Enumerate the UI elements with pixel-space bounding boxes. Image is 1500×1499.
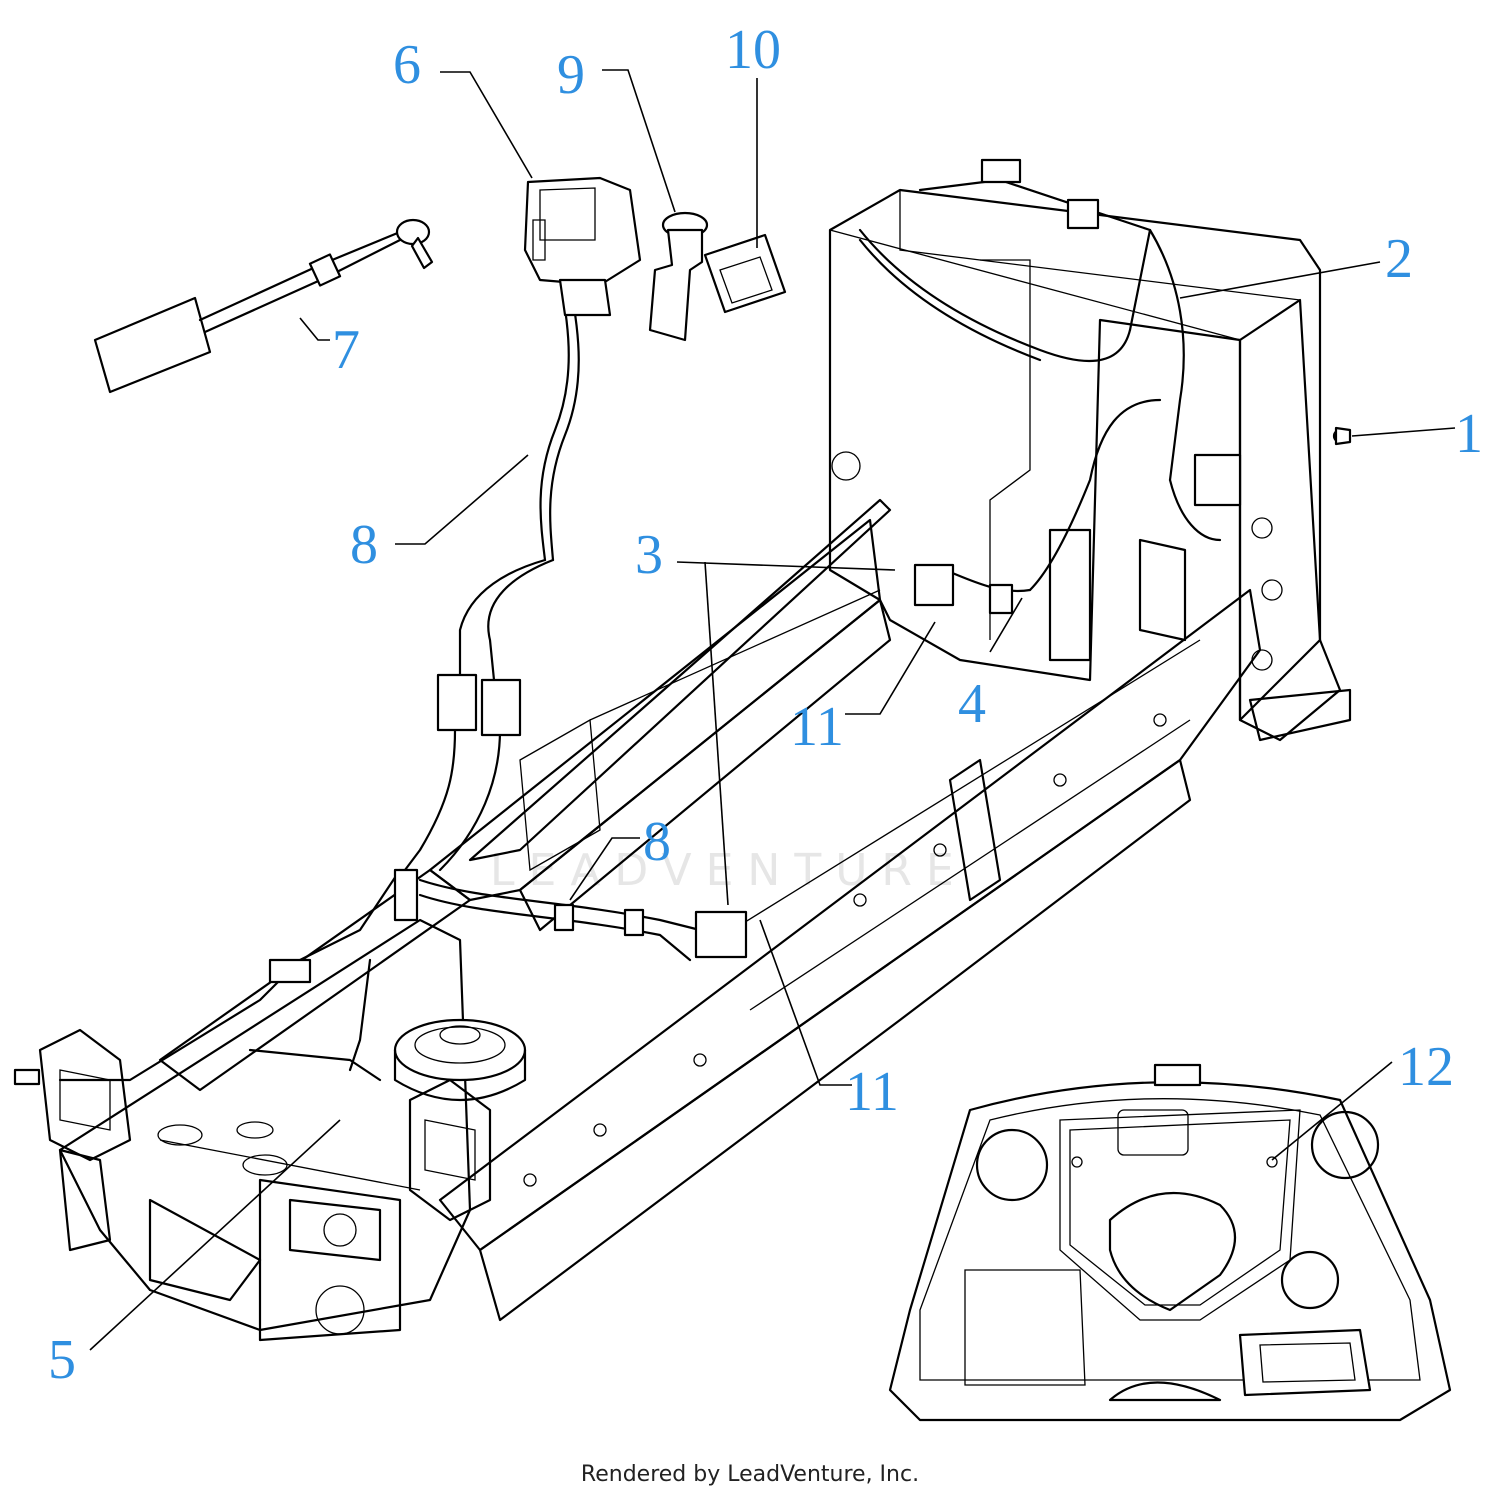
callout-11-upper: 11 bbox=[790, 696, 844, 758]
callout-10: 10 bbox=[725, 19, 781, 81]
part-10-cover bbox=[703, 233, 787, 314]
callout-11-lower: 11 bbox=[845, 1061, 899, 1123]
callout-8-lower: 8 bbox=[643, 811, 671, 873]
footer-credit: Rendered by LeadVenture, Inc. bbox=[580, 1462, 920, 1487]
frame-left-rail bbox=[158, 498, 892, 1092]
inset-dash-panel bbox=[888, 1063, 1452, 1422]
callout-4: 4 bbox=[958, 673, 986, 735]
callout-labels: 6 9 10 2 7 1 8 3 11 4 8 11 12 5 bbox=[48, 19, 1483, 1391]
callout-6: 6 bbox=[393, 34, 421, 96]
callout-3: 3 bbox=[635, 524, 663, 586]
callout-5: 5 bbox=[48, 1329, 76, 1391]
part-1-fastener bbox=[1332, 426, 1352, 446]
callout-9: 9 bbox=[557, 44, 585, 106]
frame-rear-box bbox=[828, 188, 1352, 742]
part-9-ignition-switch bbox=[648, 211, 709, 342]
callout-1: 1 bbox=[1455, 403, 1483, 465]
callout-7: 7 bbox=[332, 319, 360, 381]
wiring-harness bbox=[13, 158, 1242, 1086]
frame-right-rail bbox=[438, 588, 1262, 1322]
part-7-key-and-tag bbox=[93, 218, 434, 394]
callout-2: 2 bbox=[1385, 228, 1413, 290]
callout-12: 12 bbox=[1398, 1036, 1454, 1098]
part-6-control-module bbox=[523, 176, 642, 317]
leader-lines bbox=[89, 69, 1456, 1351]
callout-8-upper: 8 bbox=[350, 514, 378, 576]
